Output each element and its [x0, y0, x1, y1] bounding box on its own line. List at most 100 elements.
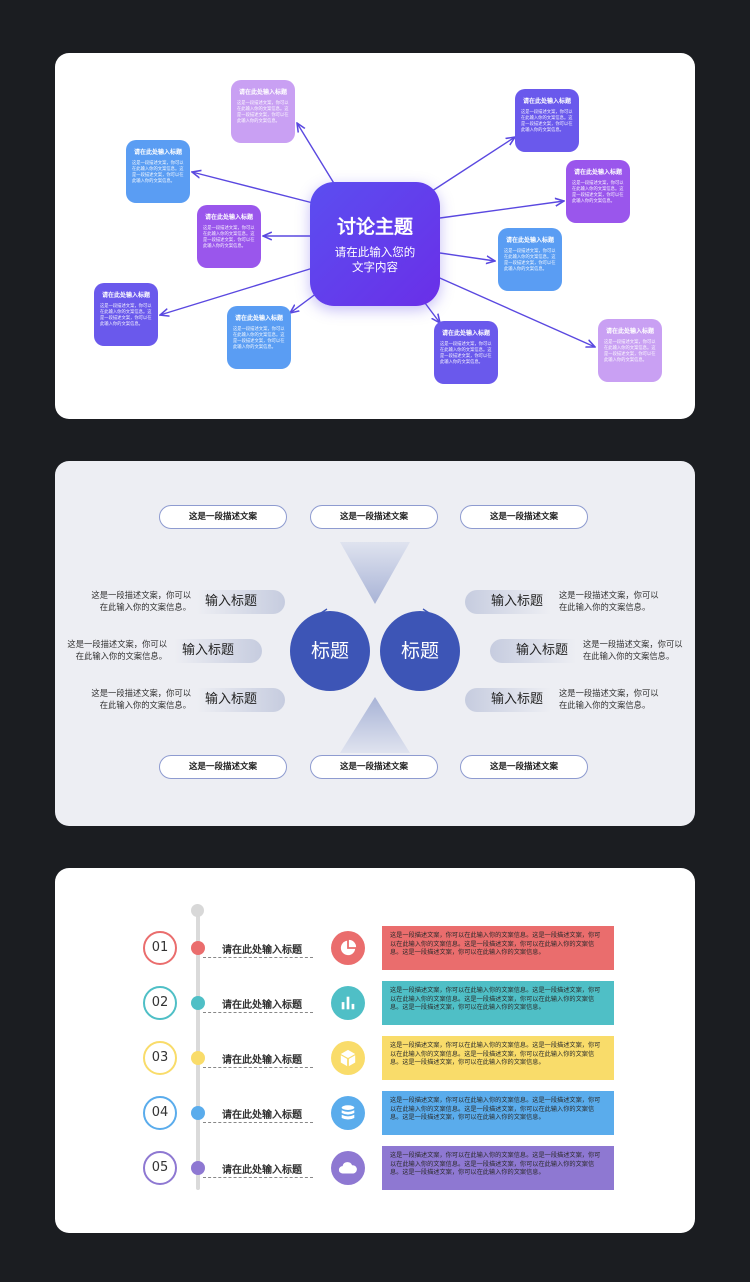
timeline-dot — [191, 1051, 205, 1065]
left-title-circle[interactable]: 标题 — [290, 611, 370, 691]
desc-line: 这是一段描述文案，你可以 — [583, 639, 683, 649]
timeline-track — [196, 910, 200, 1190]
bottom-pill[interactable]: 这是一段描述文案 — [310, 755, 438, 779]
step-title: 请在此处输入标题 — [222, 945, 302, 956]
topic-card-text: 这是一段描述文案，你可以在此输入你的文案信息。这是一段描述文案，你可以在此输入你… — [233, 327, 285, 350]
topic-card-title: 请在此处输入标题 — [505, 237, 554, 244]
dual-circle-panel: 这是一段描述文案 这是一段描述文案 这是一段描述文案 这是一段描述文案 这是一段… — [55, 461, 695, 826]
topic-card[interactable]: 请在此处输入标题 这是一段描述文案，你可以在此输入你的文案信息。这是一段描述文案… — [434, 321, 498, 384]
timeline-dot — [191, 1161, 205, 1175]
bottom-pill[interactable]: 这是一段描述文案 — [159, 755, 287, 779]
left-input-title-tag[interactable]: 输入标题 — [197, 590, 285, 614]
right-desc: 这是一段描述文案，你可以 在此输入你的文案信息。 — [583, 639, 683, 662]
topic-card[interactable]: 请在此处输入标题 这是一段描述文案，你可以在此输入你的文案信息。这是一段描述文案… — [498, 228, 562, 291]
left-desc: 这是一段描述文案，你可以 在此输入你的文案信息。 — [91, 590, 191, 613]
right-input-title-tag[interactable]: 输入标题 — [490, 639, 576, 663]
cloud-icon — [331, 1151, 365, 1185]
topic-card-text: 这是一段描述文案，你可以在此输入你的文案信息。这是一段描述文案，你可以在此输入你… — [203, 226, 255, 249]
topic-card-title: 请在此处输入标题 — [605, 328, 654, 335]
cube-icon — [331, 1041, 365, 1075]
topic-card-title: 请在此处输入标题 — [573, 169, 622, 176]
topic-card-text: 这是一段描述文案，你可以在此输入你的文案信息。这是一段描述文案，你可以在此输入你… — [132, 161, 184, 184]
dashed-underline — [203, 1067, 313, 1068]
database-icon — [331, 1096, 365, 1130]
bar-chart-icon — [331, 986, 365, 1020]
topic-card-text: 这是一段描述文案，你可以在此输入你的文案信息。这是一段描述文案，你可以在此输入你… — [521, 110, 573, 133]
timeline-start-dot — [191, 904, 204, 917]
step-description-box: 这是一段描述文案，你可以在此输入你的文案信息。这是一段描述文案，你可以在此输入你… — [382, 926, 614, 970]
topic-card[interactable]: 请在此处输入标题 这是一段描述文案，你可以在此输入你的文案信息。这是一段描述文案… — [227, 306, 291, 369]
step-number: 01 — [143, 931, 177, 965]
step-number: 03 — [143, 1041, 177, 1075]
topic-card-text: 这是一段描述文案，你可以在此输入你的文案信息。这是一段描述文案，你可以在此输入你… — [572, 181, 624, 204]
mindmap-panel: 请在此处输入标题 这是一段描述文案，你可以在此输入你的文案信息。这是一段描述文案… — [55, 53, 695, 419]
right-input-title-tag[interactable]: 输入标题 — [465, 688, 551, 712]
step-title: 请在此处输入标题 — [222, 1000, 302, 1011]
topic-card-text: 这是一段描述文案，你可以在此输入你的文案信息。这是一段描述文案，你可以在此输入你… — [100, 304, 152, 327]
central-topic-subtitle-1: 请在此输入您的 — [334, 245, 416, 259]
desc-line: 在此输入你的文案信息。 — [75, 650, 167, 661]
topic-card-text: 这是一段描述文案，你可以在此输入你的文案信息。这是一段描述文案，你可以在此输入你… — [504, 249, 556, 272]
left-desc: 这是一段描述文案，你可以 在此输入你的文案信息。 — [67, 639, 167, 662]
right-desc: 这是一段描述文案，你可以 在此输入你的文案信息。 — [559, 590, 659, 613]
top-pill[interactable]: 这是一段描述文案 — [159, 505, 287, 529]
bottom-pill[interactable]: 这是一段描述文案 — [460, 755, 588, 779]
topic-card[interactable]: 请在此处输入标题 这是一段描述文案，你可以在此输入你的文案信息。这是一段描述文案… — [197, 205, 261, 268]
topic-card-title: 请在此处输入标题 — [234, 315, 283, 322]
topic-card[interactable]: 请在此处输入标题 这是一段描述文案，你可以在此输入你的文案信息。这是一段描述文案… — [598, 319, 662, 382]
topic-card-title: 请在此处输入标题 — [133, 149, 182, 156]
left-desc: 这是一段描述文案，你可以 在此输入你的文案信息。 — [91, 688, 191, 711]
desc-line: 在此输入你的文案信息。 — [99, 601, 191, 612]
desc-line: 在此输入你的文案信息。 — [559, 699, 651, 710]
dashed-underline — [203, 1177, 313, 1178]
step-description-box: 这是一段描述文案，你可以在此输入你的文案信息。这是一段描述文案，你可以在此输入你… — [382, 1036, 614, 1080]
topic-card[interactable]: 请在此处输入标题 这是一段描述文案，你可以在此输入你的文案信息。这是一段描述文案… — [566, 160, 630, 223]
dashed-underline — [203, 1012, 313, 1013]
step-description-box: 这是一段描述文案，你可以在此输入你的文案信息。这是一段描述文案，你可以在此输入你… — [382, 1091, 614, 1135]
dashed-underline — [203, 1122, 313, 1123]
topic-card[interactable]: 请在此处输入标题 这是一段描述文案，你可以在此输入你的文案信息。这是一段描述文案… — [94, 283, 158, 346]
central-topic-title: 讨论主题 — [336, 216, 413, 238]
topic-card-title: 请在此处输入标题 — [522, 98, 571, 105]
topic-card[interactable]: 请在此处输入标题 这是一段描述文案，你可以在此输入你的文案信息。这是一段描述文案… — [231, 80, 295, 143]
desc-line: 这是一段描述文案，你可以 — [91, 590, 191, 600]
step-number: 04 — [143, 1096, 177, 1130]
step-description-box: 这是一段描述文案，你可以在此输入你的文案信息。这是一段描述文案，你可以在此输入你… — [382, 1146, 614, 1190]
connector-arrows — [55, 53, 695, 419]
desc-line: 这是一段描述文案，你可以 — [91, 688, 191, 698]
step-title: 请在此处输入标题 — [222, 1165, 302, 1176]
topic-card-title: 请在此处输入标题 — [101, 292, 150, 299]
right-title-circle[interactable]: 标题 — [380, 611, 460, 691]
central-topic-subtitle-2: 文字内容 — [352, 260, 398, 274]
step-number: 02 — [143, 986, 177, 1020]
topic-card-text: 这是一段描述文案，你可以在此输入你的文案信息。这是一段描述文案，你可以在此输入你… — [604, 340, 656, 363]
right-input-title-tag[interactable]: 输入标题 — [465, 590, 551, 614]
central-topic[interactable]: 讨论主题 请在此输入您的 文字内容 — [310, 182, 440, 306]
left-input-title-tag[interactable]: 输入标题 — [197, 688, 285, 712]
top-pill[interactable]: 这是一段描述文案 — [310, 505, 438, 529]
desc-line: 在此输入你的文案信息。 — [583, 650, 675, 661]
desc-line: 这是一段描述文案，你可以 — [559, 590, 659, 600]
desc-line: 这是一段描述文案，你可以 — [67, 639, 167, 649]
timeline-dot — [191, 941, 205, 955]
left-input-title-tag[interactable]: 输入标题 — [174, 639, 262, 663]
top-pill[interactable]: 这是一段描述文案 — [460, 505, 588, 529]
timeline-dot — [191, 1106, 205, 1120]
topic-card-text: 这是一段描述文案，你可以在此输入你的文案信息。这是一段描述文案，你可以在此输入你… — [237, 101, 289, 124]
desc-line: 这是一段描述文案，你可以 — [559, 688, 659, 698]
desc-line: 在此输入你的文案信息。 — [559, 601, 651, 612]
step-title: 请在此处输入标题 — [222, 1055, 302, 1066]
dashed-underline — [203, 957, 313, 958]
topic-card[interactable]: 请在此处输入标题 这是一段描述文案，你可以在此输入你的文案信息。这是一段描述文案… — [515, 89, 579, 152]
step-title: 请在此处输入标题 — [222, 1110, 302, 1121]
topic-card-title: 请在此处输入标题 — [238, 89, 287, 96]
desc-line: 在此输入你的文案信息。 — [99, 699, 191, 710]
topic-card[interactable]: 请在此处输入标题 这是一段描述文案，你可以在此输入你的文案信息。这是一段描述文案… — [126, 140, 190, 203]
topic-card-title: 请在此处输入标题 — [204, 214, 253, 221]
pie-chart-icon — [331, 931, 365, 965]
topic-card-text: 这是一段描述文案，你可以在此输入你的文案信息。这是一段描述文案，你可以在此输入你… — [440, 342, 492, 365]
timeline-dot — [191, 996, 205, 1010]
step-description-box: 这是一段描述文案，你可以在此输入你的文案信息。这是一段描述文案，你可以在此输入你… — [382, 981, 614, 1025]
topic-card-title: 请在此处输入标题 — [441, 330, 490, 337]
